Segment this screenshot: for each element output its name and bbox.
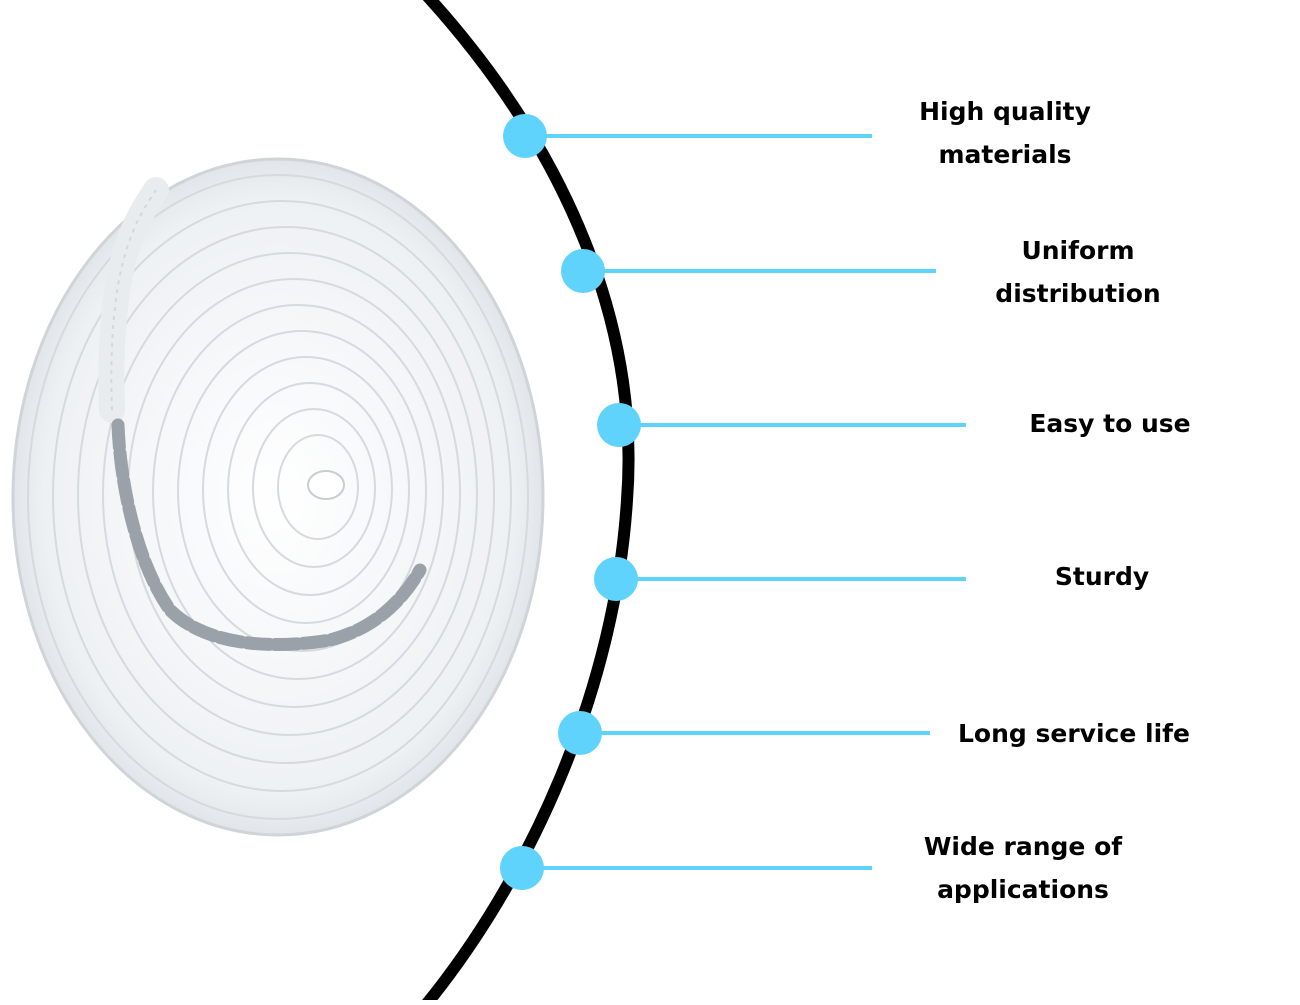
connector-dot-easy (597, 403, 641, 447)
feature-label-easy: Easy to use (1029, 409, 1191, 438)
coil-ring (27, 174, 529, 820)
feature-label-materials: High quality materials (919, 97, 1091, 169)
feature-label-sturdy: Sturdy (1054, 562, 1150, 591)
coil-ring (177, 330, 427, 652)
connector-dot-distribution (561, 249, 605, 293)
rope-coil-rings (27, 174, 529, 820)
coil-ring (52, 200, 512, 792)
connector-dot-applications (500, 846, 544, 890)
crimp-sleeves (111, 418, 427, 652)
rope-loose-end-shade (110, 189, 157, 411)
connector-dot-sturdy (594, 557, 638, 601)
feature-connectors (500, 114, 966, 890)
feature-label-applications: Wide range of applications (923, 832, 1123, 904)
coil-ring (252, 408, 376, 568)
feature-label-distribution: Uniform distribution (995, 236, 1161, 308)
coil-ring (202, 356, 410, 624)
coil-ring (102, 252, 478, 736)
coil-center-hole (307, 470, 345, 500)
coil-ring (152, 304, 444, 680)
coil-ring (77, 226, 495, 764)
connector-dot-materials (503, 114, 547, 158)
rope-coil-image (11, 157, 545, 837)
coil-ring (227, 382, 393, 596)
coil-ring (277, 434, 359, 540)
feature-label-life: Long service life (958, 719, 1190, 748)
connector-dot-life (558, 711, 602, 755)
